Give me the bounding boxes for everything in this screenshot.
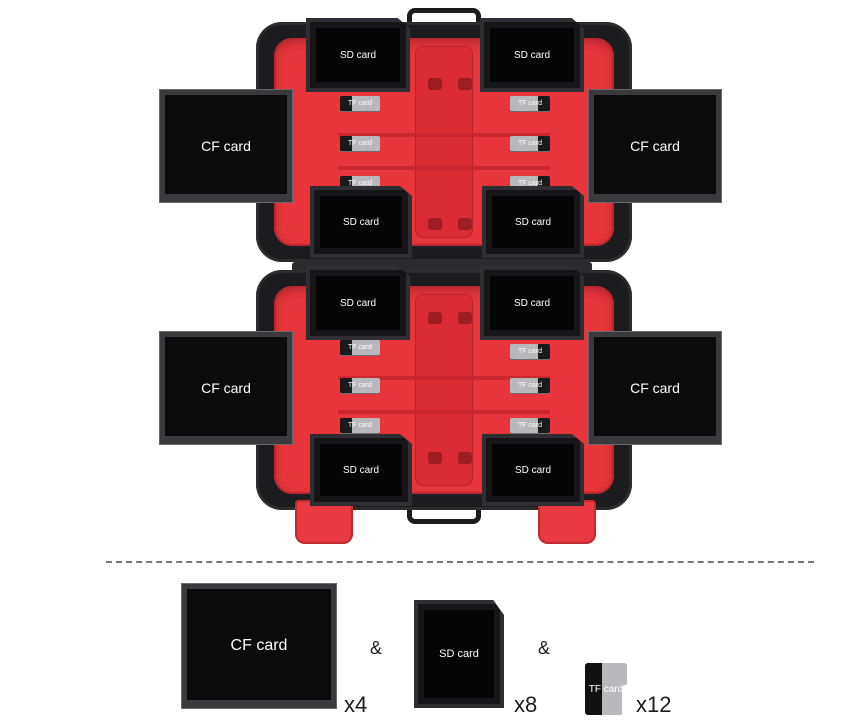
legend-sd-card: SD card xyxy=(414,600,504,708)
legend-tf-count: x12 xyxy=(636,692,672,717)
tray-slot xyxy=(458,78,472,90)
tf-card-label: TF card xyxy=(347,100,373,107)
legend-cf-label: CF card xyxy=(230,637,288,654)
tray-slot xyxy=(458,218,472,230)
case-latch-right xyxy=(538,500,596,544)
sd-card: SD card xyxy=(480,266,584,340)
tf-card: TF card xyxy=(340,136,380,151)
sd-card-label: SD card xyxy=(339,49,377,61)
cf-card: CF card xyxy=(159,331,293,445)
legend-cf-count: x4 xyxy=(344,692,368,717)
tf-card: TF card xyxy=(340,378,380,393)
case-hinge xyxy=(292,262,592,272)
tf-card-label: TF card xyxy=(347,140,373,147)
sd-card: SD card xyxy=(482,186,584,258)
tray-ridge xyxy=(338,166,550,170)
tf-card: TF card xyxy=(510,378,550,393)
tf-card-label: TF card xyxy=(517,382,543,389)
tf-card: TF card xyxy=(510,136,550,151)
tf-card: TF card xyxy=(510,344,550,359)
legend-tf-label: TF card xyxy=(588,683,624,695)
tf-card-label: TF card xyxy=(517,348,543,355)
tf-card-label: TF card xyxy=(517,140,543,147)
legend-sd-label: SD card xyxy=(439,648,479,660)
tf-card: TF card xyxy=(340,340,380,355)
sd-card: SD card xyxy=(480,18,584,92)
cf-card: CF card xyxy=(588,89,722,203)
tf-card-label: TF card xyxy=(347,180,373,187)
sd-card: SD card xyxy=(306,18,410,92)
cf-card: CF card xyxy=(588,331,722,445)
sd-card: SD card xyxy=(310,434,412,506)
tray-slot xyxy=(428,312,442,324)
case-latch-left xyxy=(295,500,353,544)
sd-card: SD card xyxy=(482,434,584,506)
tray-slot xyxy=(458,312,472,324)
tf-card-label: TF card xyxy=(517,100,543,107)
tf-card: TF card xyxy=(340,418,380,433)
sd-card: SD card xyxy=(306,266,410,340)
tray-ridge xyxy=(338,410,550,414)
tray-slot xyxy=(428,78,442,90)
tf-card-label: TF card xyxy=(347,382,373,389)
sd-card-label: SD card xyxy=(514,216,552,228)
sd-card-label: SD card xyxy=(342,216,380,228)
sd-card-label: SD card xyxy=(339,297,377,309)
tray-slot xyxy=(428,452,442,464)
tray-ridge xyxy=(338,376,550,380)
sd-card-label: SD card xyxy=(513,297,551,309)
cf-card-label: CF card xyxy=(201,138,251,154)
cf-card-label: CF card xyxy=(630,138,680,154)
sd-card-label: SD card xyxy=(514,464,552,476)
legend-separator: & xyxy=(370,638,383,658)
sd-card-label: SD card xyxy=(513,49,551,61)
tf-card-label: TF card xyxy=(347,344,373,351)
legend-sd-count: x8 xyxy=(514,692,538,717)
legend-tf-card: TF card xyxy=(585,663,627,715)
tf-card-label: TF card xyxy=(517,422,543,429)
tray-slot xyxy=(428,218,442,230)
tray-slot xyxy=(458,452,472,464)
section-divider xyxy=(106,561,814,563)
tf-card: TF card xyxy=(510,418,550,433)
sd-card-label: SD card xyxy=(342,464,380,476)
tf-card: TF card xyxy=(340,96,380,111)
cf-card-label: CF card xyxy=(630,380,680,396)
legend-separator: & xyxy=(538,638,551,658)
tray-divider xyxy=(415,46,473,238)
tf-card-label: TF card xyxy=(517,180,543,187)
tf-card: TF card xyxy=(510,96,550,111)
cf-card-label: CF card xyxy=(201,380,251,396)
sd-card: SD card xyxy=(310,186,412,258)
tf-card-label: TF card xyxy=(347,422,373,429)
cf-card: CF card xyxy=(159,89,293,203)
legend-cf-card: CF card xyxy=(181,583,337,709)
tray-ridge xyxy=(338,133,550,137)
